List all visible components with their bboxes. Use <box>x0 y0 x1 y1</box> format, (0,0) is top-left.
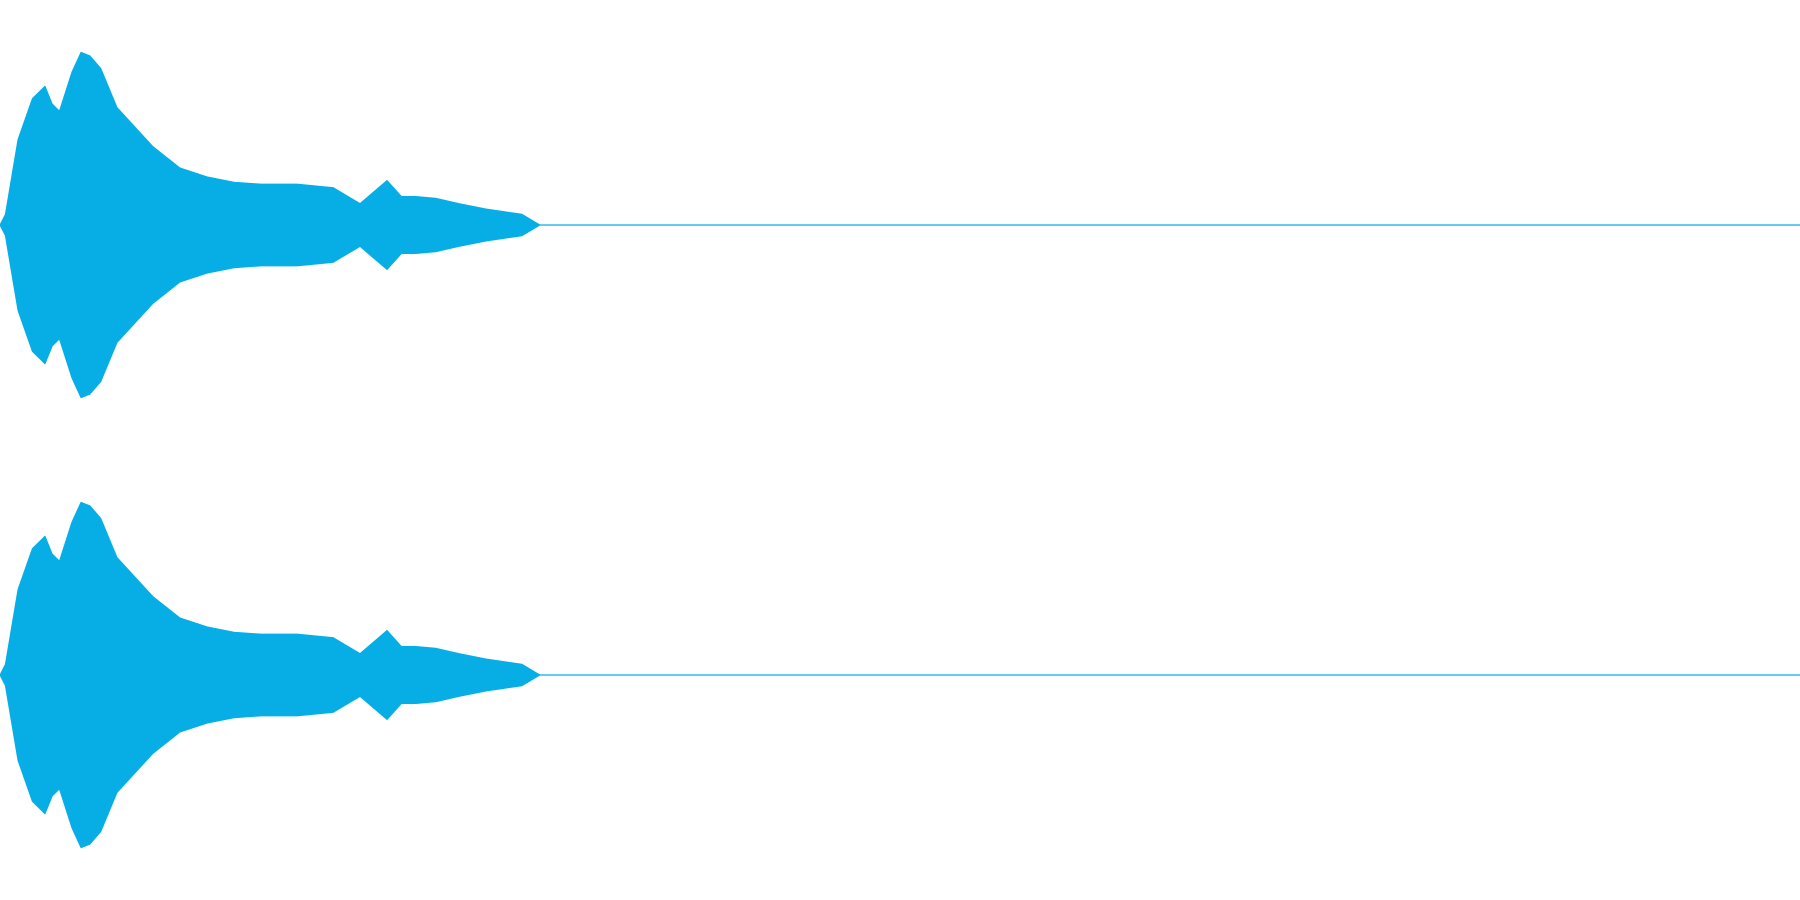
channels <box>0 51 1800 849</box>
channel-2 <box>0 501 1800 849</box>
channel-1 <box>0 51 1800 399</box>
